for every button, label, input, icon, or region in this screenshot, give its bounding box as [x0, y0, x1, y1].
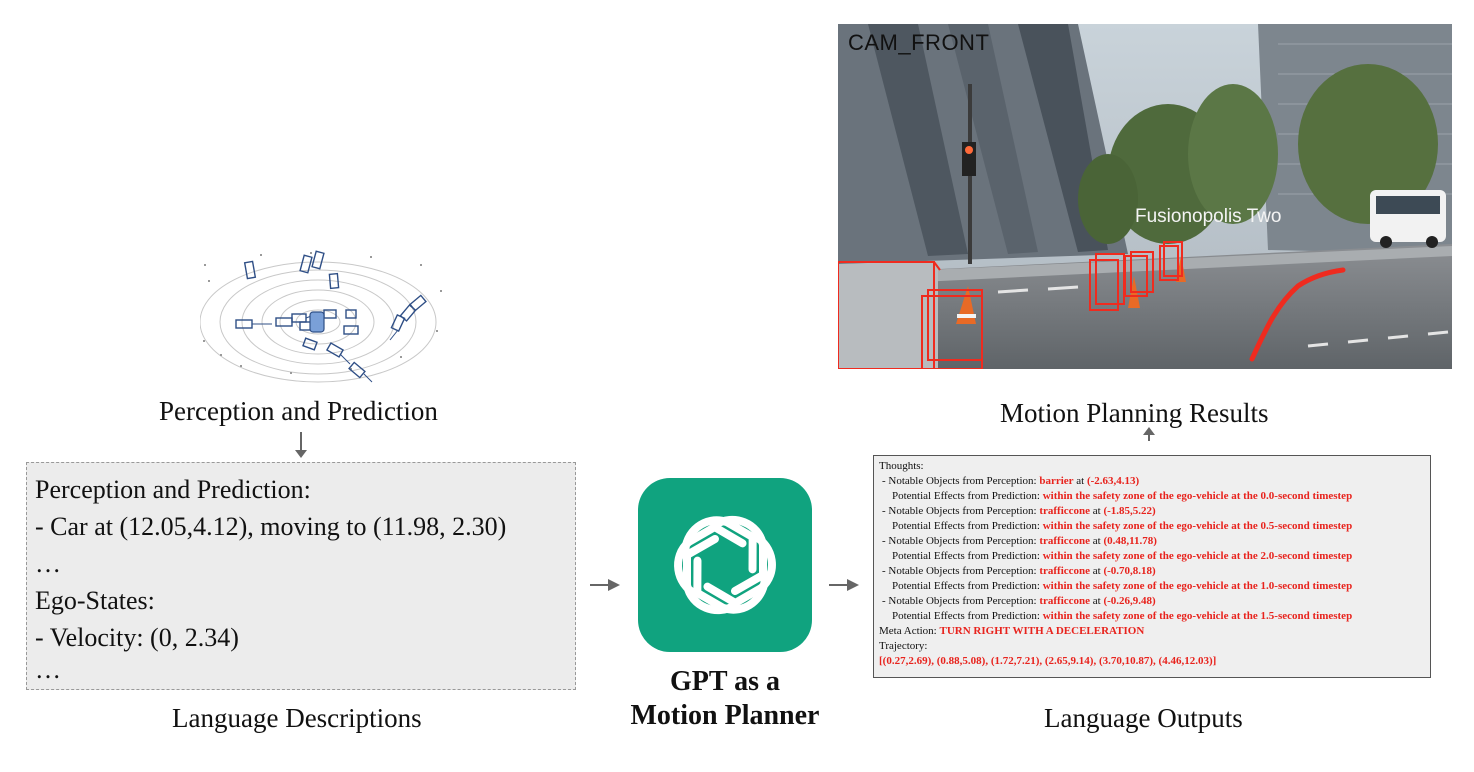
perception-row: - Notable Objects from Perception: traff…: [882, 505, 1156, 517]
description-line: Perception and Prediction:: [35, 475, 311, 504]
planner-title: GPT as a Motion Planner: [602, 665, 848, 733]
lidar-bev-image: [199, 250, 450, 385]
description-line: …: [35, 549, 61, 578]
outputs-caption: Language Outputs: [1044, 703, 1243, 733]
right-arrow-icon: [827, 576, 861, 599]
ego-vehicle-marker: [309, 311, 325, 333]
camera-label: CAM_FRONT: [848, 30, 990, 55]
planner-title-line2: Motion Planner: [630, 700, 820, 731]
description-line: …: [35, 655, 61, 684]
results-caption: Motion Planning Results: [1000, 398, 1269, 428]
prediction-row: Potential Effects from Prediction: withi…: [892, 490, 1353, 502]
building-sign: Fusionopolis Two: [1135, 206, 1282, 227]
perception-row: - Notable Objects from Perception: barri…: [882, 475, 1140, 487]
perception-row: - Notable Objects from Perception: traff…: [882, 565, 1156, 577]
openai-logo-icon: [674, 515, 776, 615]
planner-title-line1: GPT as a: [670, 666, 780, 697]
description-caption: Language Descriptions: [172, 703, 422, 733]
trajectory-label: Trajectory:: [879, 640, 928, 652]
up-arrow-icon: [1142, 425, 1156, 448]
perception-caption: Perception and Prediction: [159, 396, 438, 426]
perception-row: - Notable Objects from Perception: traff…: [882, 535, 1157, 547]
description-line: Ego-States:: [35, 586, 155, 615]
prediction-row: Potential Effects from Prediction: withi…: [892, 610, 1353, 622]
description-line: - Car at (12.05,4.12), moving to (11.98,…: [35, 512, 507, 541]
gpt-logo-tile: [638, 478, 812, 652]
description-line: - Velocity: (0, 2.34): [35, 623, 239, 652]
trajectory-value: [(0.27,2.69), (0.88,5.08), (1.72,7.21), …: [879, 655, 1217, 667]
perception-row: - Notable Objects from Perception: traff…: [882, 595, 1156, 607]
planned-trajectory: [1249, 267, 1346, 362]
language-outputs-box: Thoughts: - Notable Objects from Percept…: [873, 455, 1431, 678]
down-arrow-icon: [293, 430, 309, 465]
thoughts-label: Thoughts:: [879, 460, 924, 472]
meta-action-row: Meta Action: TURN RIGHT WITH A DECELERAT…: [879, 625, 1145, 637]
right-arrow-icon: [588, 576, 622, 599]
prediction-row: Potential Effects from Prediction: withi…: [892, 580, 1353, 592]
prediction-row: Potential Effects from Prediction: withi…: [892, 520, 1353, 532]
camera-front-image: [838, 24, 1452, 369]
prediction-row: Potential Effects from Prediction: withi…: [892, 550, 1353, 562]
language-description-box: Perception and Prediction: - Car at (12.…: [26, 462, 576, 690]
